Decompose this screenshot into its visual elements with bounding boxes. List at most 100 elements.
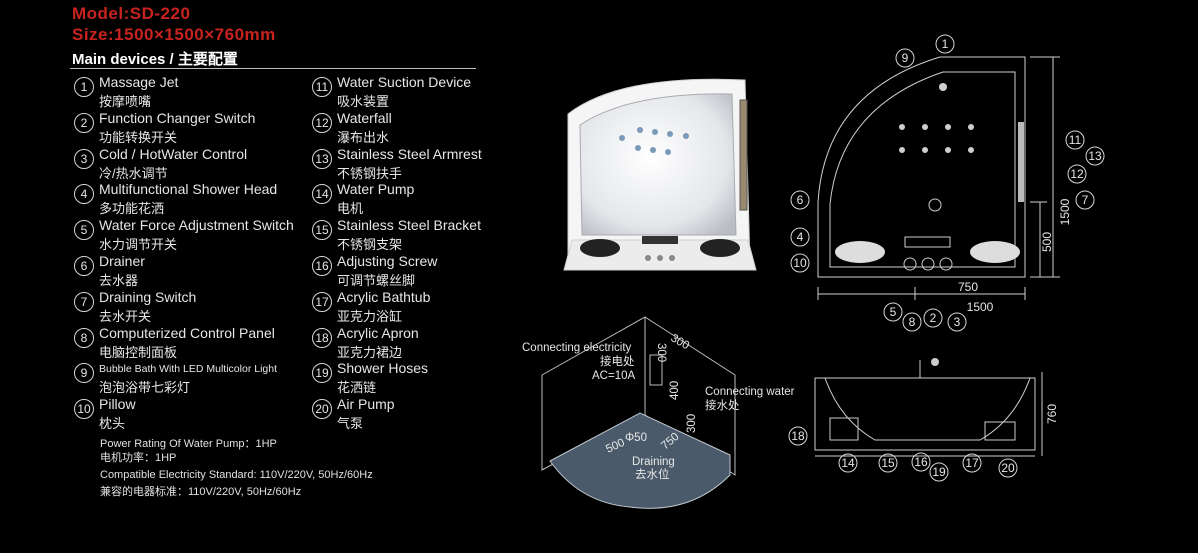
device-name-cn: 电脑控制面板: [99, 344, 178, 360]
dim-750: 750: [958, 280, 978, 294]
top-callout: 7: [1082, 193, 1089, 207]
conn-elec-en: Connecting electricity: [522, 342, 632, 354]
bathtub-photo: [563, 78, 757, 271]
top-callout: 12: [1070, 167, 1084, 181]
top-callout: 4: [797, 230, 804, 244]
top-callout: 13: [1088, 149, 1102, 163]
device-name-en: Bubble Bath With LED Multicolor Light: [99, 363, 278, 376]
device-name-cn: 去水器: [99, 273, 139, 288]
device-number-badge: 5: [74, 220, 94, 241]
dim-300b: 300: [669, 332, 692, 352]
device-number-badge: 12: [312, 112, 332, 133]
side-callout: 19: [932, 465, 946, 479]
top-callout: 5: [890, 305, 897, 319]
side-callout: 20: [1001, 461, 1015, 475]
top-callout: 11: [1069, 133, 1082, 147]
device-name-cn: 不锈钢支架: [337, 237, 403, 253]
side-callout: 18: [791, 429, 805, 443]
device-name-en: Drainer: [99, 253, 145, 269]
device-name-cn: 功能转换开关: [99, 129, 178, 145]
conn-water-en: Connecting water: [705, 386, 795, 398]
device-number-badge: 14: [312, 184, 332, 205]
device-number-badge: 11: [312, 77, 332, 97]
device-name-en: Air Pump: [337, 396, 395, 413]
device-name-en: Draining Switch: [99, 288, 197, 305]
device-name-en: Multifunctional Shower Head: [99, 181, 278, 198]
device-name-en: Water Pump: [337, 181, 415, 198]
device-name-cn: 花洒链: [337, 380, 377, 396]
device-name-cn: 去水开关: [99, 308, 152, 324]
device-number-badge: 3: [74, 148, 94, 169]
device-name-cn: 可调节螺丝脚: [337, 273, 416, 288]
device-name-cn: 电机: [337, 201, 364, 217]
device-name-en: Acrylic Apron: [337, 324, 419, 341]
spec-elec-en: Compatible Electricity Standard: 110V/22…: [100, 469, 373, 481]
device-number-badge: 19: [312, 363, 332, 384]
device-name-en: Water Suction Device: [337, 74, 472, 90]
devices-title: Main devices / 主要配置: [72, 51, 238, 68]
device-number-badge: 10: [74, 399, 94, 420]
top-callout: 3: [954, 315, 961, 329]
device-name-en: Stainless Steel Armrest: [337, 145, 482, 162]
draining-cn: 去水位: [635, 467, 670, 481]
spec-power-en: Power Rating Of Water Pump：1HP: [100, 438, 277, 450]
device-name-en: Shower Hoses: [337, 360, 429, 377]
dim-400: 400: [669, 381, 681, 400]
conn-water-cn: 接水处: [705, 399, 740, 412]
conn-elec-ac: AC=10A: [592, 370, 635, 382]
installation-diagram: Connecting electricity 接电处 AC=10A Connec…: [522, 316, 795, 509]
side-view-drawing: 18 14 15 16 19 17 20 760: [788, 358, 1059, 482]
top-callout: 9: [902, 51, 909, 65]
title-divider: [70, 68, 476, 69]
top-callout: 10: [793, 256, 807, 270]
device-number-badge: 9: [74, 363, 94, 384]
device-number-badge: 16: [312, 256, 332, 276]
device-number-badge: 18: [312, 327, 332, 348]
top-callout: 2: [930, 311, 937, 325]
device-number-badge: 7: [74, 291, 94, 312]
top-callout: 8: [909, 315, 916, 329]
device-number-badge: 2: [74, 112, 94, 133]
spec-elec-cn: 兼容的电器标准：110V/220V, 50Hz/60Hz: [100, 486, 302, 498]
device-number-badge: 15: [312, 220, 332, 241]
device-name-en: Computerized Control Panel: [99, 324, 275, 341]
dim-1500-bottom: 1500: [967, 300, 994, 314]
top-callout: 1: [942, 37, 949, 51]
device-name-cn: 枕头: [99, 416, 126, 432]
phi50-label: Φ50: [625, 432, 647, 444]
device-name-cn: 亚克力浴缸: [337, 308, 403, 324]
device-name-cn: 亚克力裙边: [337, 344, 403, 360]
side-callout: 14: [841, 456, 855, 470]
dim-500: 500: [1040, 232, 1054, 252]
device-name-cn: 瀑布出水: [337, 129, 390, 145]
device-number-badge: 17: [312, 291, 332, 312]
device-number-badge: 1: [74, 77, 94, 97]
dim-760: 760: [1045, 404, 1059, 424]
device-name-en: Massage Jet: [99, 74, 179, 90]
device-name-cn: 泡泡浴带七彩灯: [99, 380, 191, 396]
device-name-cn: 多功能花洒: [99, 201, 165, 217]
dim-300c: 300: [686, 414, 698, 433]
device-name-en: Waterfall: [337, 109, 392, 126]
device-name-en: Pillow: [99, 396, 136, 413]
top-callout: 6: [797, 193, 804, 207]
device-number-badge: 20: [312, 399, 332, 420]
device-name-cn: 吸水装置: [337, 94, 390, 109]
dim-1500-right: 1500: [1058, 198, 1072, 225]
device-number-badge: 8: [74, 327, 94, 348]
device-name-en: Function Changer Switch: [99, 109, 256, 126]
device-name-cn: 按摩喷嘴: [99, 94, 152, 109]
draining-en: Draining: [632, 456, 675, 468]
device-name-en: Cold / HotWater Control: [99, 145, 248, 162]
side-callout: 17: [965, 456, 979, 470]
device-name-cn: 不锈钢扶手: [337, 165, 403, 181]
device-name-cn: 气泵: [337, 416, 364, 432]
device-name-en: Acrylic Bathtub: [337, 288, 431, 305]
conn-elec-cn: 接电处: [600, 355, 635, 368]
device-number-badge: 4: [74, 184, 94, 205]
device-name-cn: 水力调节开关: [99, 237, 178, 253]
size-title: Size:1500×1500×760mm: [72, 25, 276, 44]
device-name-en: Adjusting Screw: [337, 253, 438, 269]
device-number-badge: 13: [312, 148, 332, 169]
side-callout: 15: [881, 456, 895, 470]
